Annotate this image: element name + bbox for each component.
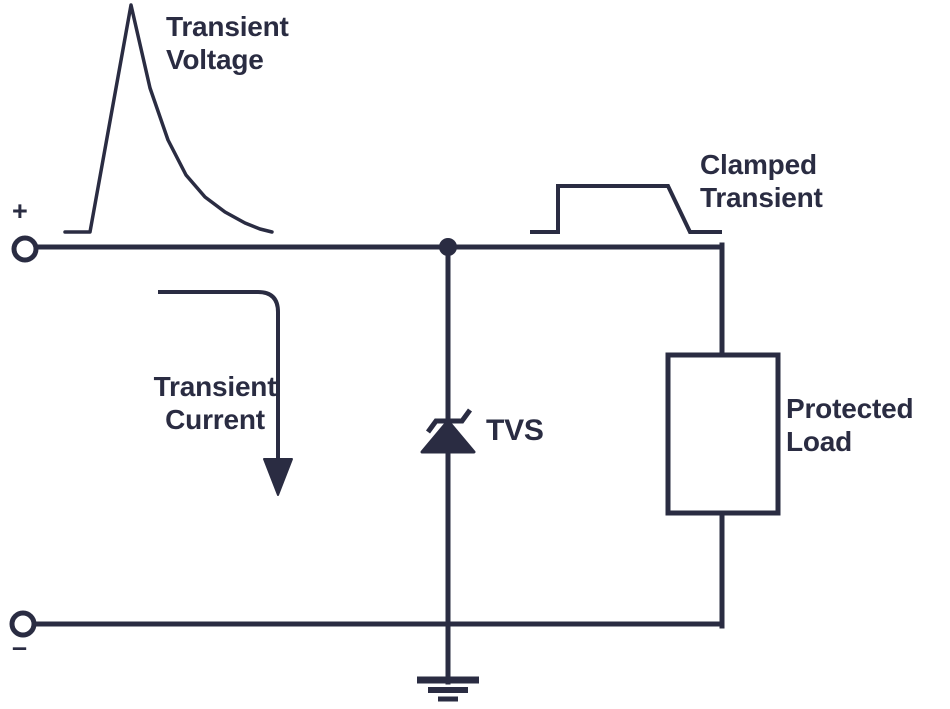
- transient-current-arrow: [158, 290, 293, 496]
- label-transient-voltage: Transient Voltage: [166, 11, 289, 76]
- tvs-diode-symbol: [420, 408, 476, 454]
- label-protected-load: Protected Load: [786, 393, 914, 458]
- negative-terminal-circle: [9, 610, 37, 638]
- label-tvs: TVS: [486, 414, 544, 447]
- clamped-transient-waveform: [530, 184, 722, 234]
- label-clamped-transient: Clamped Transient: [700, 149, 823, 214]
- tvs-anode-triangle: [420, 419, 476, 454]
- protected-load-block: [665, 352, 781, 516]
- transient-voltage-waveform: [63, 3, 274, 234]
- junction-dot: [439, 238, 457, 256]
- current-arrow-head: [263, 458, 293, 496]
- label-negative-terminal: –: [12, 632, 27, 662]
- positive-terminal-circle: [11, 235, 39, 263]
- current-arrow-shaft: [158, 290, 280, 462]
- label-transient-current: Transient Current: [153, 371, 277, 436]
- ground-symbol: [417, 676, 479, 702]
- label-positive-terminal: +: [12, 196, 28, 226]
